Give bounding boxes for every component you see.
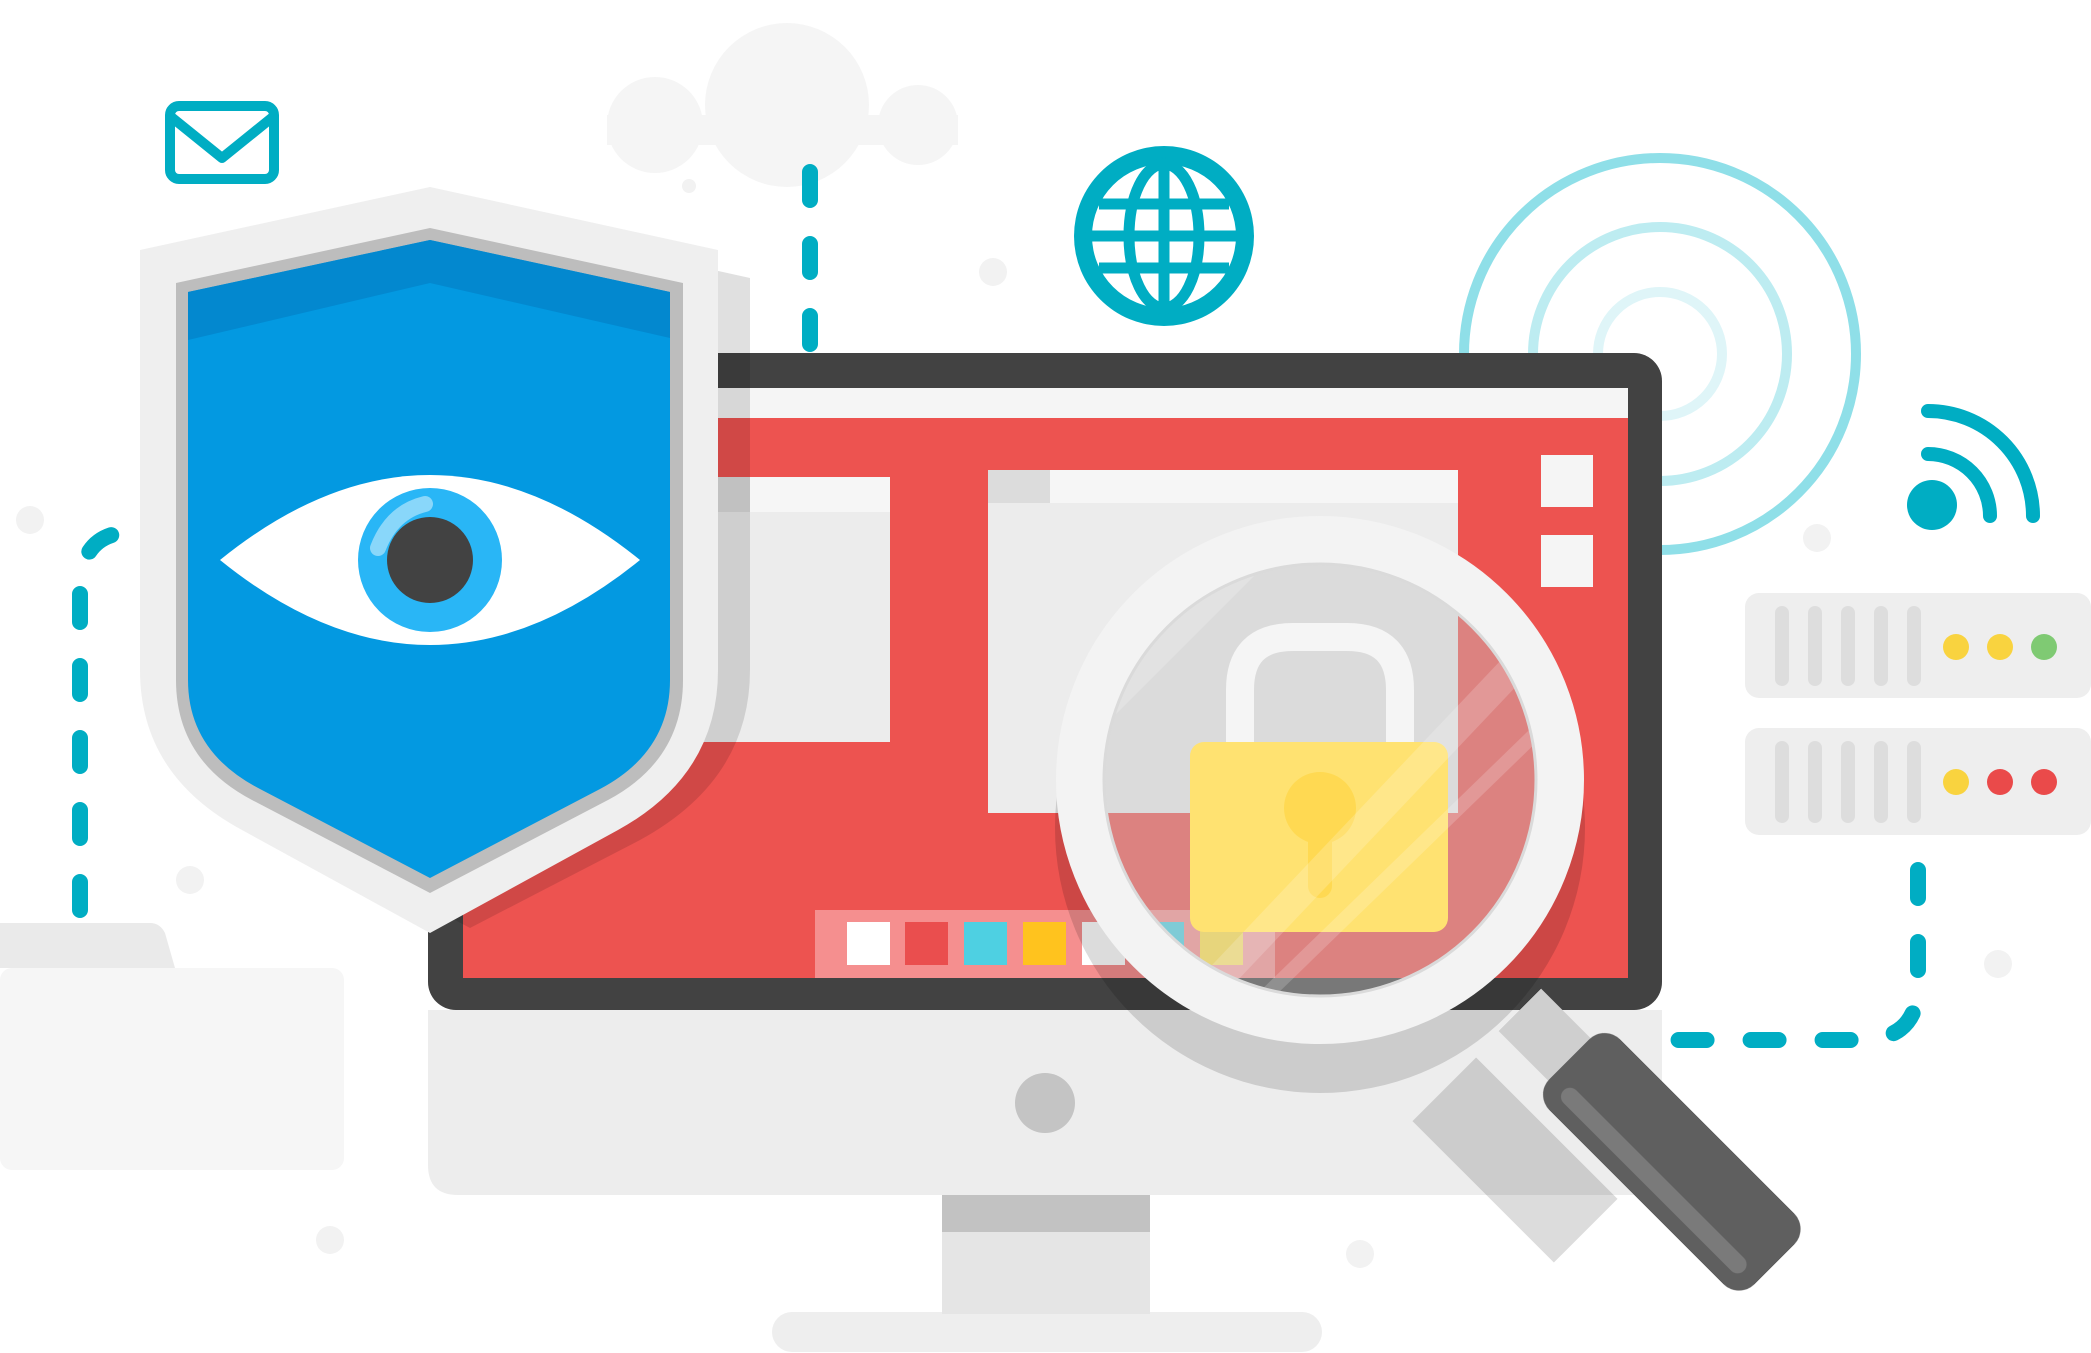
palette-swatch <box>905 922 948 965</box>
screen-window-left <box>690 477 890 742</box>
palette-swatch <box>847 922 890 965</box>
palette-swatch <box>1023 922 1066 965</box>
magnifier-rim <box>1056 516 1584 1044</box>
magnifying-glass-icon <box>1055 516 1801 1291</box>
magnifier-lens <box>1080 540 1560 1020</box>
connection-lines <box>72 164 1926 1048</box>
eye-pupil <box>387 517 473 603</box>
shield-eye-icon <box>140 187 750 933</box>
background-dots <box>16 179 2012 1268</box>
padlock-icon <box>1190 623 1448 932</box>
status-light <box>1943 634 1969 660</box>
wifi-icon <box>1907 404 2040 530</box>
screen-side-button <box>1541 535 1593 587</box>
status-light <box>1987 769 2013 795</box>
screen-side-button <box>1541 455 1593 507</box>
server-unit-top <box>1745 593 2091 698</box>
server-rack-icon <box>1745 593 2091 835</box>
keyhole <box>1284 772 1356 844</box>
status-light <box>2031 769 2057 795</box>
server-unit-bottom <box>1745 728 2091 835</box>
palette-swatch <box>964 922 1007 965</box>
globe-icon <box>1074 146 1254 326</box>
magnifier-handle <box>1543 1033 1801 1291</box>
monitor-power-button <box>1015 1073 1075 1133</box>
status-light <box>2031 634 2057 660</box>
status-light <box>1987 634 2013 660</box>
mail-icon <box>165 101 279 184</box>
folder-icon <box>0 923 344 1170</box>
cloud-icon <box>607 23 958 187</box>
status-light <box>1943 769 1969 795</box>
